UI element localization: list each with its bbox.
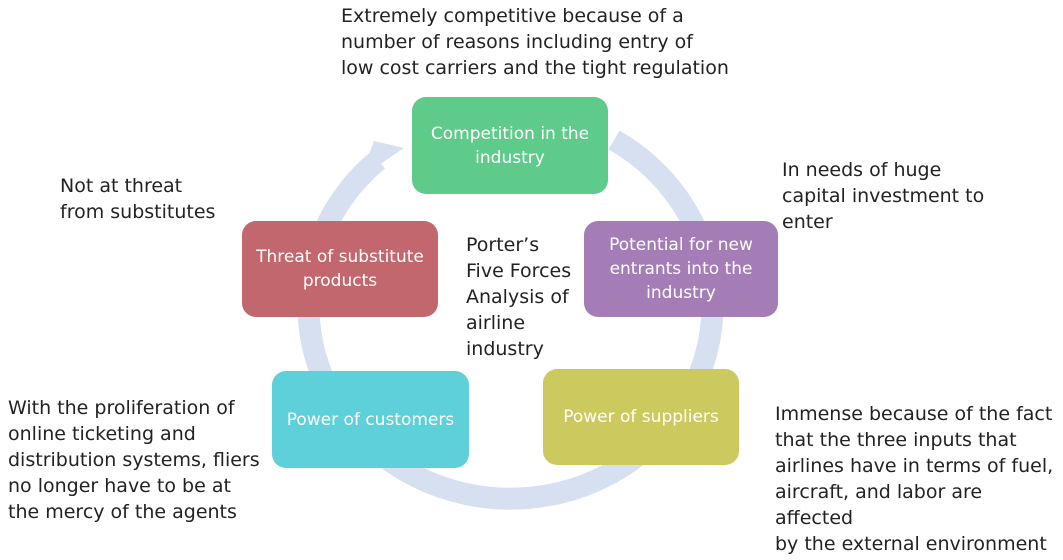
center-title: Porter’s Five Forces Analysis of airline… bbox=[466, 234, 572, 360]
customers-note: With the proliferation of online ticketi… bbox=[8, 397, 260, 523]
competition-node-label: Competition in the industry bbox=[430, 123, 590, 168]
suppliers-node: Power of suppliers bbox=[543, 369, 739, 465]
customers-node-label: Power of customers bbox=[286, 409, 455, 430]
competition-node: Competition in the industry bbox=[412, 97, 608, 194]
substitutes-note: Not at threat from substitutes bbox=[60, 175, 216, 223]
new-entrants-node-label: Potential for new entrants into the indu… bbox=[609, 235, 753, 303]
customers-node: Power of customers bbox=[272, 371, 469, 468]
substitutes-node: Threat of substitute products bbox=[242, 221, 438, 317]
suppliers-note: Immense because of the fact that the thr… bbox=[775, 403, 1054, 555]
competition-note: Extremely competitive because of a numbe… bbox=[341, 5, 729, 79]
substitutes-node-label: Threat of substitute products bbox=[256, 247, 424, 291]
cycle-ring-arrowhead bbox=[360, 141, 404, 178]
entrants-note: In needs of huge capital investment to e… bbox=[782, 159, 985, 233]
new-entrants-node: Potential for new entrants into the indu… bbox=[584, 221, 778, 317]
suppliers-node-label: Power of suppliers bbox=[563, 407, 719, 427]
